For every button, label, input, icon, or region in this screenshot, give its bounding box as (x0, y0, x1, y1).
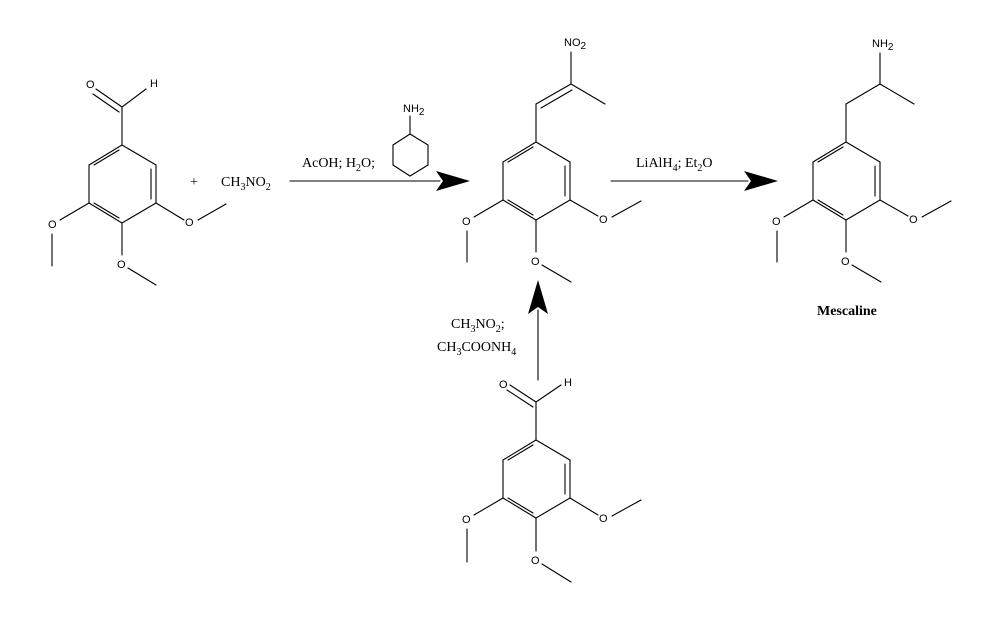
intermediate-nitrostyrene: NO2 O O O (462, 37, 642, 283)
hydrogen-label: H (150, 78, 158, 90)
reaction-arrow-3 (528, 280, 548, 381)
product-name: Mescaline (817, 304, 877, 319)
cyclohexylamine-structure: NH2 (392, 103, 429, 177)
plus-sign: + (190, 175, 198, 190)
oxygen-label: O (462, 514, 471, 526)
oxygen-label: O (599, 214, 608, 226)
reactant-trimethoxybenzaldehyde-bottom: O H O O O (462, 377, 642, 583)
nitro-label: NO2 (564, 37, 587, 52)
oxygen-label: O (499, 379, 508, 391)
hydrogen-label: H (564, 377, 572, 389)
oxygen-label: O (117, 259, 126, 271)
oxygen-label: O (48, 219, 57, 231)
oxygen-label: O (772, 216, 781, 228)
oxygen-label: O (462, 216, 471, 228)
oxygen-label: O (86, 79, 95, 91)
amine-label: NH2 (403, 103, 425, 118)
oxygen-label: O (909, 214, 918, 226)
oxygen-label: O (531, 555, 540, 567)
reactant-trimethoxybenzaldehyde: O H O O O (48, 78, 227, 286)
reaction-arrow-2 (610, 171, 778, 191)
step2-reagents: LiAlH4; Et2O (636, 156, 713, 174)
reaction-arrow-1 (289, 171, 470, 191)
oxygen-label: O (185, 217, 194, 229)
step3-reagents-line1: CH3NO2; (451, 317, 505, 335)
product-mescaline: NH2 O O O (772, 38, 952, 283)
step3-reagents-line2: CH3COONH4 (437, 340, 516, 358)
oxygen-label: O (599, 513, 608, 525)
oxygen-label: O (841, 256, 850, 268)
step1-reagents: AcOH; H2O; (302, 156, 375, 174)
nitromethane-label: CH3NO2 (221, 175, 271, 193)
oxygen-label: O (531, 256, 540, 268)
amine-label: NH2 (872, 38, 894, 53)
